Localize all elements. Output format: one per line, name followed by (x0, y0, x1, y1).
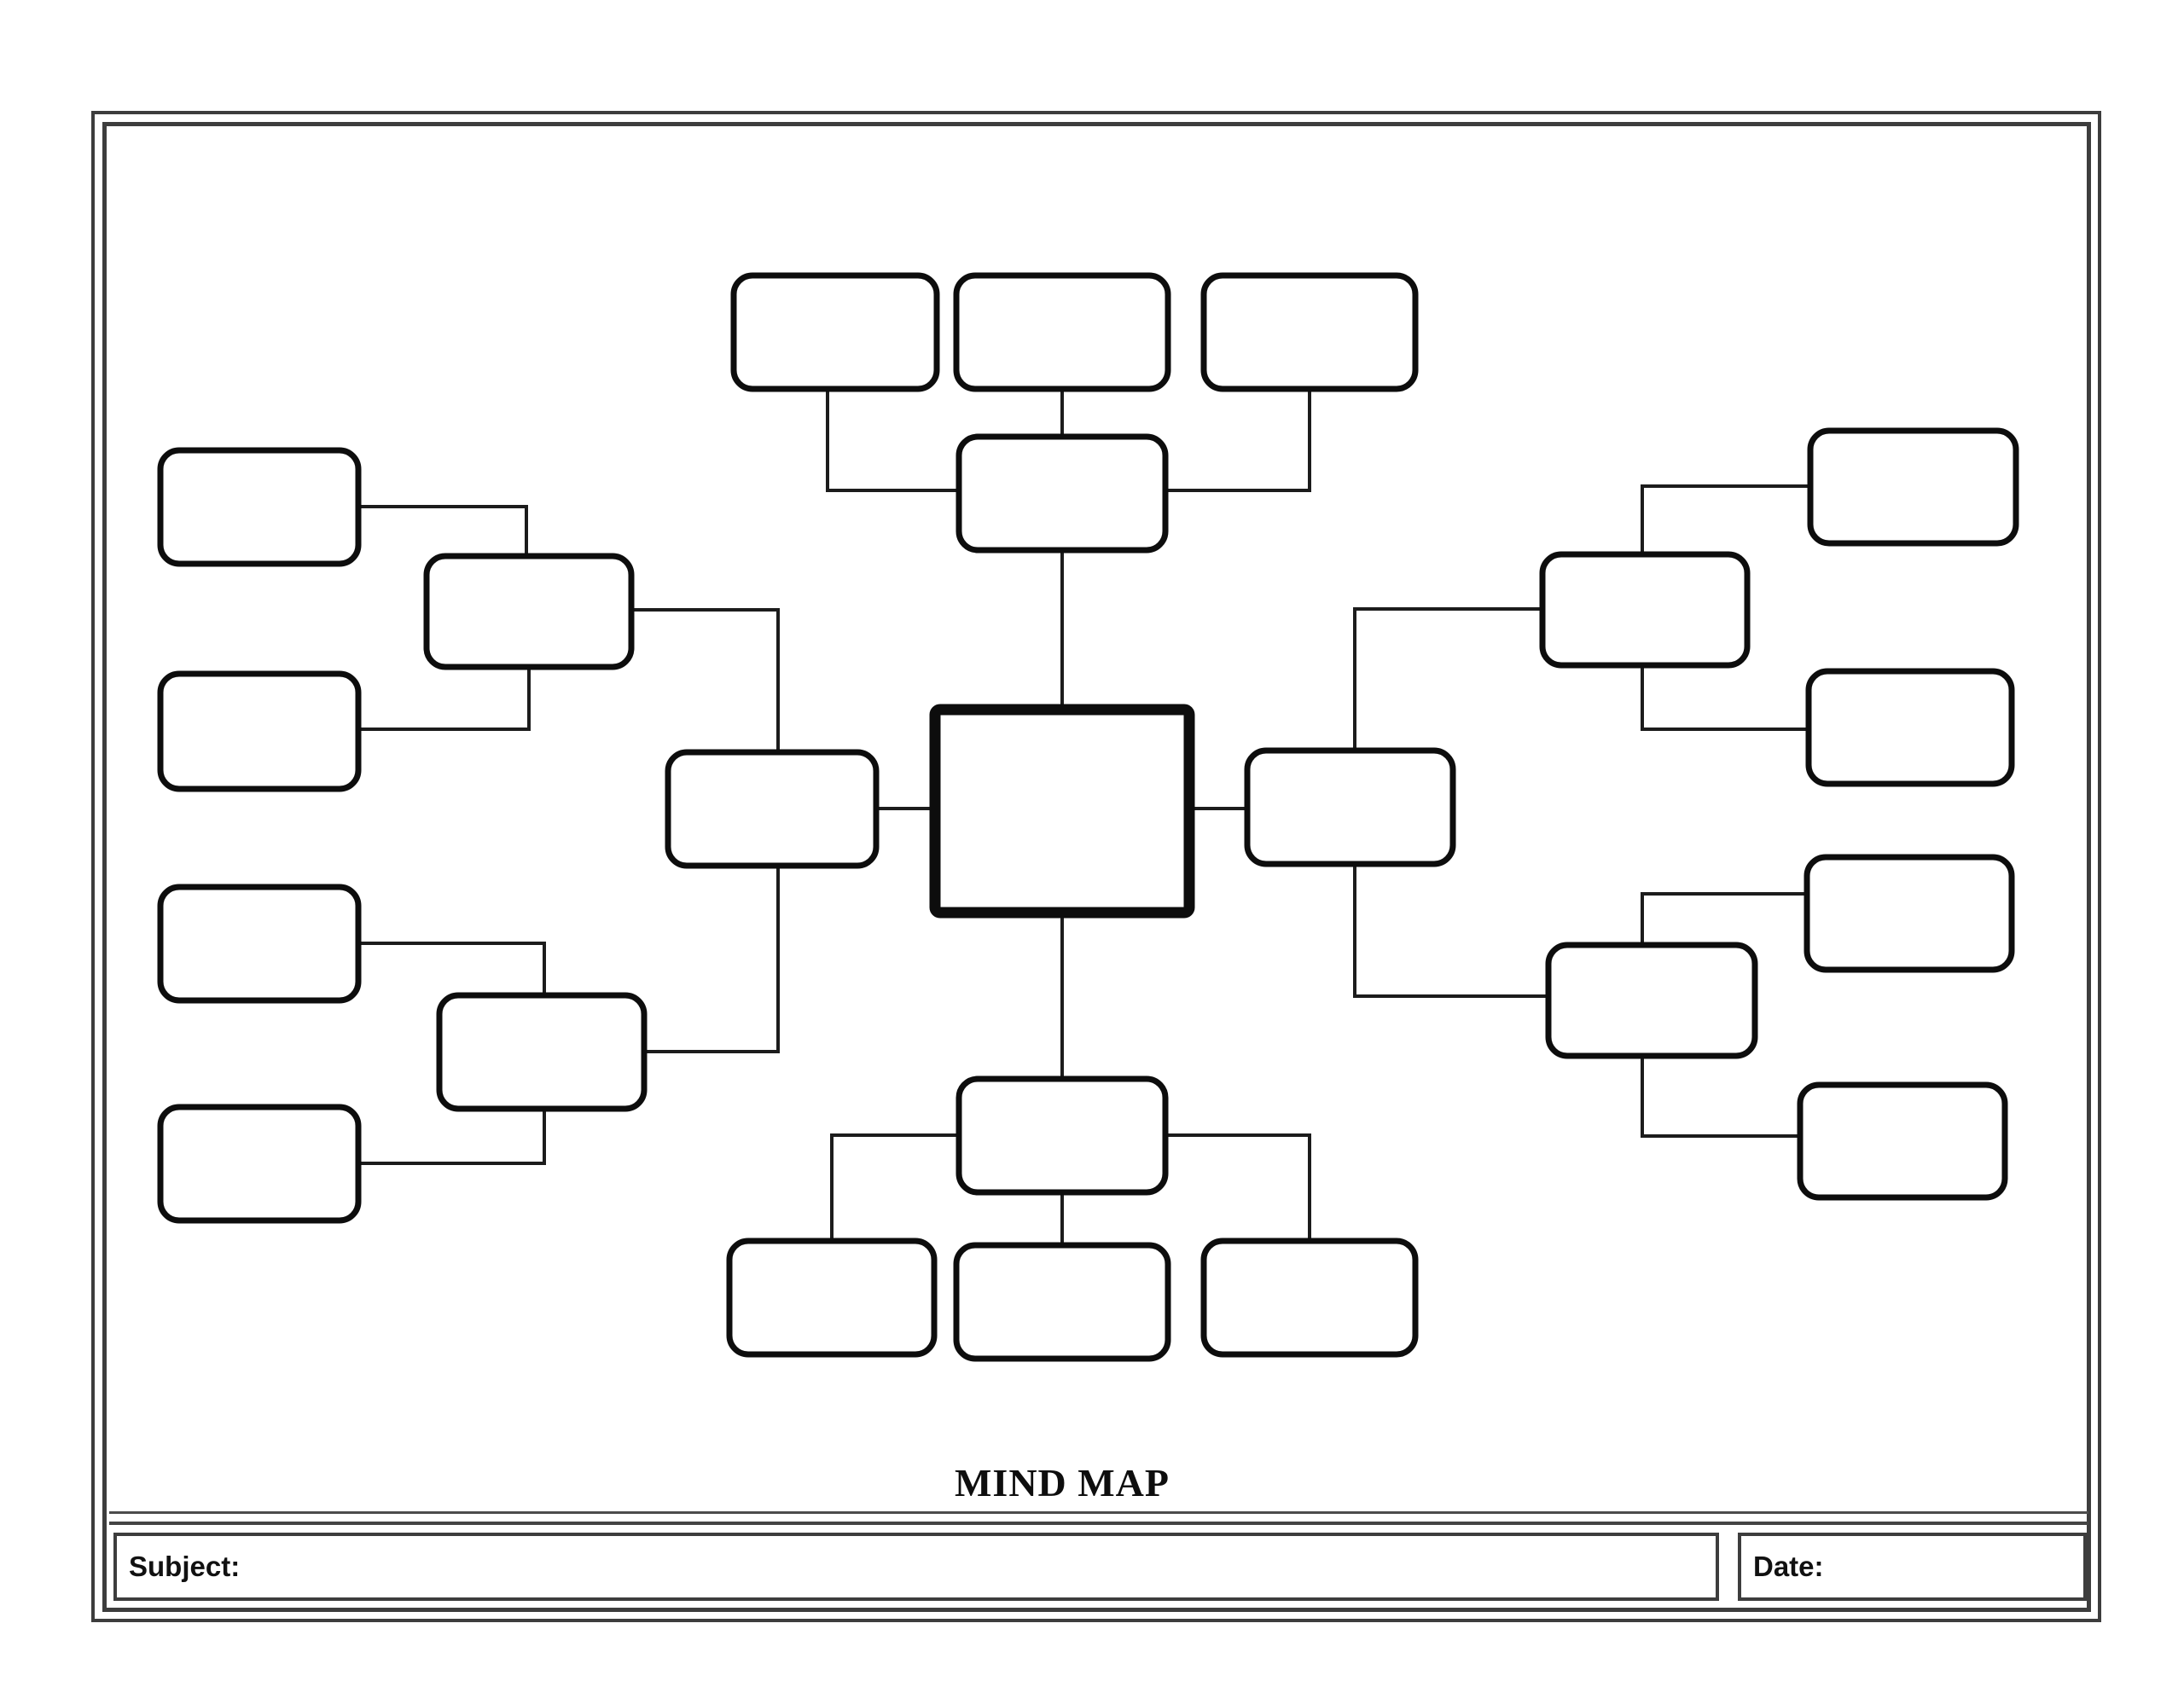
node-left-bottom-2[interactable] (157, 1104, 362, 1224)
node-bottom-1[interactable] (726, 1238, 938, 1358)
node-right-bottom-2[interactable] (1797, 1081, 2008, 1201)
connectors-layer (358, 389, 1810, 1245)
node-bottom-2[interactable] (953, 1242, 1171, 1362)
connector-left-top-mid-to-2 (358, 667, 531, 731)
mind-map-title: MIND MAP (955, 1461, 1170, 1504)
connector-right-top-mid-to-1 (1641, 484, 1810, 554)
node-top-3[interactable] (1200, 272, 1419, 392)
connector-right-top-mid-to-2 (1641, 665, 1809, 731)
node-right-bottom-mid[interactable] (1545, 942, 1758, 1059)
node-left-bottom-1[interactable] (157, 884, 362, 1004)
connector-left-bottom-1-to-mid (358, 942, 546, 995)
node-left-bottom-mid[interactable] (436, 992, 648, 1112)
footer-divider-top-line (109, 1511, 2088, 1514)
connector-right-bottom-mid-to-1 (1641, 892, 1807, 945)
footer-divider-bottom-line (109, 1522, 2088, 1525)
connector-right-hub-to-top-mid (1353, 607, 1542, 751)
node-right-top-mid[interactable] (1539, 551, 1751, 669)
node-top-1[interactable] (730, 272, 940, 392)
node-right-top-1[interactable] (1807, 427, 2019, 547)
node-right-hub[interactable] (1244, 747, 1456, 867)
connector-left-top-mid-to-left-hub (631, 608, 780, 752)
connector-left-bottom-mid-to-2 (358, 1109, 546, 1165)
connector-right-bottom-mid-to-2 (1641, 1056, 1800, 1138)
node-bottom-hub[interactable] (956, 1075, 1169, 1196)
node-top-hub[interactable] (956, 433, 1169, 554)
connector-left-top-1-to-mid (358, 505, 528, 556)
node-right-bottom-1[interactable] (1804, 854, 2015, 973)
node-left-hub[interactable] (665, 749, 880, 869)
node-bottom-3[interactable] (1200, 1238, 1419, 1358)
outer-frame-border (91, 111, 2101, 1622)
node-left-top-2[interactable] (157, 670, 362, 792)
node-right-top-2[interactable] (1805, 668, 2015, 787)
connector-top-1-to-top-hub (826, 389, 959, 492)
connector-bottom-hub-to-bottom-1 (830, 1133, 959, 1241)
node-left-top-mid[interactable] (423, 553, 635, 670)
inner-frame-border (102, 122, 2091, 1612)
connector-top-3-to-top-hub (1165, 389, 1311, 492)
connector-left-hub-to-bottom-mid (644, 866, 780, 1053)
subject-field[interactable]: Subject: (113, 1533, 1719, 1601)
connector-bottom-hub-to-bottom-3 (1165, 1133, 1311, 1241)
date-field[interactable]: Date: (1738, 1533, 2087, 1601)
connector-right-hub-to-bottom-mid (1353, 864, 1548, 998)
node-top-2[interactable] (953, 272, 1171, 392)
date-label: Date: (1753, 1551, 1824, 1582)
node-central-topic[interactable] (929, 704, 1195, 919)
nodes-layer (157, 272, 2019, 1362)
node-left-top-1[interactable] (157, 447, 362, 567)
subject-label: Subject: (129, 1551, 241, 1582)
